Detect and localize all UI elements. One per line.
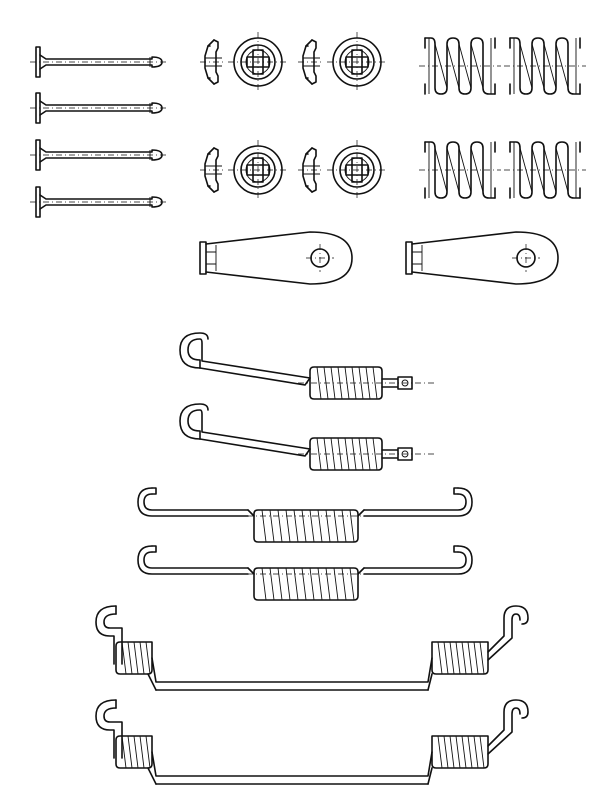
double-hook-spring-1: [138, 488, 472, 542]
cup-washer-4: [326, 139, 388, 201]
long-return-spring-1: [95, 605, 529, 691]
spring-cup-2: [297, 39, 325, 85]
compression-spring-1: [418, 37, 502, 95]
long-return-spring-2: [95, 699, 529, 785]
compression-spring-4: [503, 141, 587, 199]
pin-4: [29, 186, 169, 218]
compression-spring-2: [503, 37, 587, 95]
cup-washer-2: [326, 31, 388, 93]
cup-washer-3: [227, 139, 289, 201]
double-hook-spring-2: [138, 546, 472, 600]
cup-washer-1: [227, 31, 289, 93]
spring-cup-3: [199, 147, 227, 193]
compression-spring-3: [418, 141, 502, 199]
pin-2: [29, 92, 169, 124]
spring-clip-2: [405, 231, 559, 285]
hook-spring-2: [180, 404, 434, 470]
pin-3: [29, 139, 169, 171]
pin-1: [29, 46, 169, 78]
spring-clip-1: [199, 231, 353, 285]
spring-cup-4: [297, 147, 325, 193]
spring-cup-1: [199, 39, 227, 85]
hook-spring-1: [180, 333, 434, 399]
